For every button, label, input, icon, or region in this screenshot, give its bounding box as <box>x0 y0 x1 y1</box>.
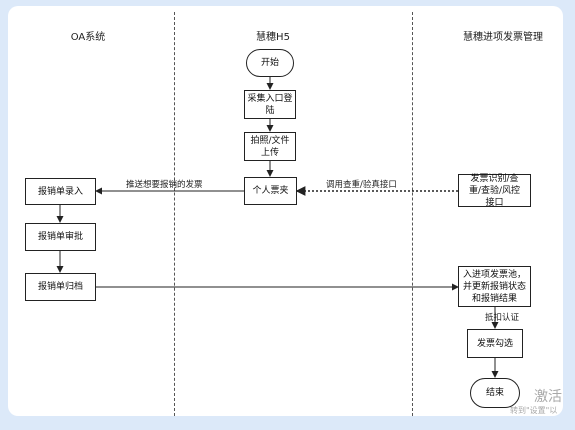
node-expense-archive: 报销单归档 <box>25 273 96 301</box>
node-invoice-select: 发票勾选 <box>467 329 523 358</box>
label-deduct: 抵扣认证 <box>485 313 520 323</box>
lane-divider-1 <box>174 12 175 416</box>
connector-lines <box>56 77 499 378</box>
node-expense-entry: 报销单录入 <box>25 178 96 205</box>
flowchart-canvas: OA系统 慧穗H5 慧穗进项发票管理 开始 采集入口登陆 拍照/文件上传 个人票… <box>8 6 563 416</box>
node-end: 结束 <box>470 378 520 408</box>
node-expense-approve: 报销单审批 <box>25 223 96 251</box>
label-invoke-api: 调用查重/验真接口 <box>326 180 397 190</box>
node-start: 开始 <box>246 49 294 77</box>
lane-title-invoice: 慧穗进项发票管理 <box>463 32 543 43</box>
node-collect: 采集入口登陆 <box>244 90 296 119</box>
lane-title-h5: 慧穗H5 <box>256 32 290 43</box>
lane-divider-2 <box>412 12 413 416</box>
activation-watermark: 激活 Wi <box>534 389 563 405</box>
label-push-invoice: 推送想要报销的发票 <box>126 180 203 190</box>
node-photo: 拍照/文件上传 <box>244 132 296 161</box>
node-wallet: 个人票夹 <box>244 177 297 205</box>
lane-title-oa: OA系统 <box>70 32 106 43</box>
node-invoice-pool: 入进项发票池，并更新报销状态和报销结果 <box>458 266 531 307</box>
activation-watermark-sub: 转到"设置"以 <box>510 406 558 415</box>
node-recognize: 发票识别/查重/查验/风控接口 <box>458 174 531 208</box>
